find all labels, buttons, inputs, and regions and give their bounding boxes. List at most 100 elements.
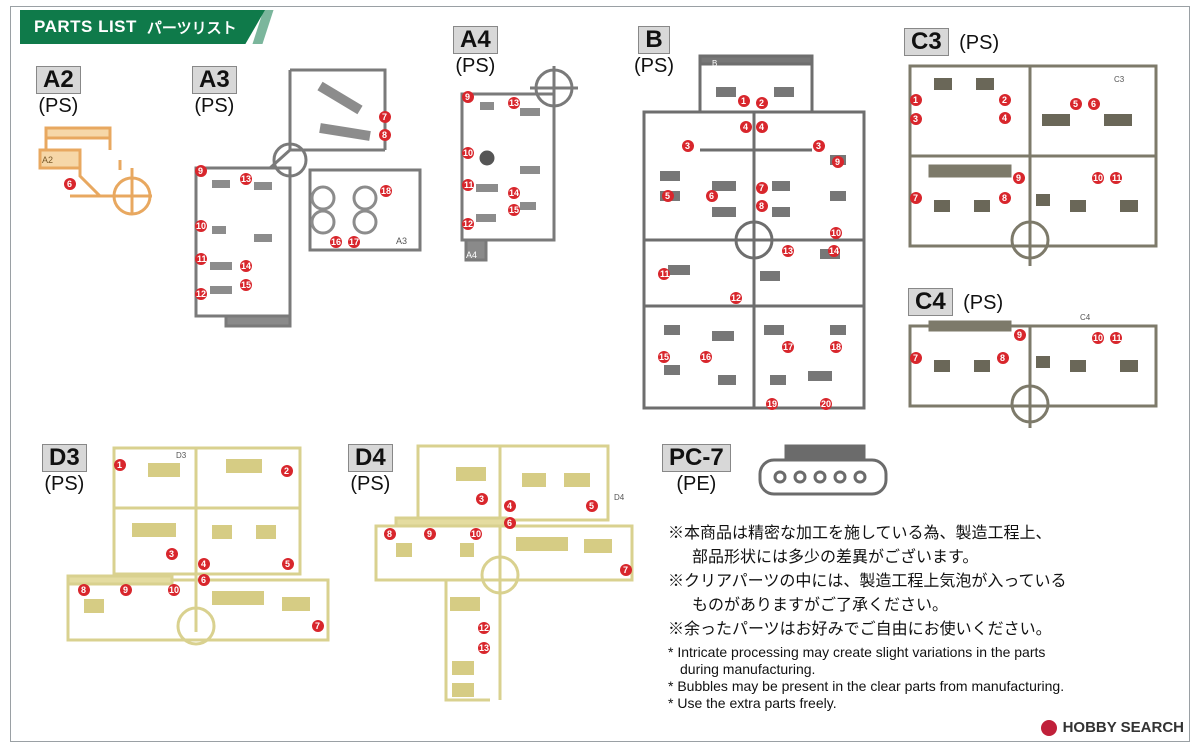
b-part-markers: 1 2 4 4 3 3 9 5 6 7 8 10 14 13 11 12 17 … [658, 95, 844, 410]
svg-text:4: 4 [1002, 113, 1007, 123]
runner-a2-drawing: A2 [38, 126, 152, 216]
note-en-3: * Bubbles may be present in the clear pa… [668, 678, 1065, 694]
note-jp-2: 部品形状には多少の差異がございます。 [692, 549, 979, 566]
svg-text:5: 5 [1073, 99, 1078, 109]
svg-text:17: 17 [783, 342, 793, 352]
note-jp-5: ※余ったパーツはお好みでご自由にお使いください。 [668, 621, 1052, 638]
svg-text:12: 12 [731, 293, 741, 303]
note-en-1: * Intricate processing may create slight… [668, 644, 1046, 660]
c3-part-markers: 1 2 5 6 3 4 9 10 11 7 8 [910, 94, 1122, 204]
header-title-en: PARTS LIST [34, 17, 137, 36]
c4-runner-tag: C4 [1080, 313, 1091, 322]
svg-text:12: 12 [196, 289, 206, 299]
svg-text:4: 4 [201, 559, 206, 569]
svg-text:1: 1 [913, 95, 918, 105]
svg-text:8: 8 [387, 529, 392, 539]
svg-text:10: 10 [196, 221, 206, 231]
runner-a3-drawing: A3 [194, 68, 422, 328]
svg-text:18: 18 [831, 342, 841, 352]
note-en-2: during manufacturing. [680, 661, 816, 677]
svg-text:13: 13 [241, 174, 251, 184]
svg-text:15: 15 [659, 352, 669, 362]
runner-a4-drawing: A4 [460, 66, 578, 262]
svg-text:11: 11 [1112, 173, 1122, 183]
note-jp-3: ※クリアパーツの中には、製造工程上気泡が入っている [668, 573, 1067, 590]
a4-part-markers: 9 13 10 11 14 15 12 [462, 91, 520, 230]
svg-text:7: 7 [913, 193, 918, 203]
d4-part-markers: 3 4 5 6 8 9 10 7 12 13 [384, 493, 632, 654]
svg-text:8: 8 [759, 201, 764, 211]
svg-text:2: 2 [759, 98, 764, 108]
a3-runner-tag: A3 [396, 236, 407, 246]
svg-text:8: 8 [81, 585, 86, 595]
svg-text:3: 3 [169, 549, 174, 559]
svg-text:5: 5 [589, 501, 594, 511]
svg-text:19: 19 [767, 399, 777, 409]
page-frame [10, 6, 1190, 742]
hobby-search-badge-icon [1040, 719, 1057, 736]
svg-text:4: 4 [507, 501, 512, 511]
a2-runner-tag: A2 [42, 155, 53, 165]
notes-block: ※本商品は精密な加工を施している為、製造工程上、 部品形状には多少の差異がござい… [668, 522, 1168, 712]
svg-text:9: 9 [835, 157, 840, 167]
svg-text:7: 7 [315, 621, 320, 631]
runner-d4-drawing: D4 [374, 444, 634, 702]
svg-text:12: 12 [479, 623, 489, 633]
svg-text:9: 9 [427, 529, 432, 539]
runner-label-b: B (PS) [634, 26, 674, 77]
runner-label-c4: C4 (PS) [908, 288, 1003, 316]
svg-text:6: 6 [201, 575, 206, 585]
svg-text:9: 9 [465, 92, 470, 102]
svg-text:6: 6 [1091, 99, 1096, 109]
svg-text:11: 11 [1112, 333, 1122, 343]
d3-part-markers: 1 2 3 4 5 6 8 9 10 7 [78, 459, 324, 632]
svg-text:2: 2 [1002, 95, 1007, 105]
a2-part-markers: 6 [64, 178, 76, 190]
svg-text:14: 14 [509, 188, 519, 198]
svg-text:8: 8 [382, 130, 387, 140]
svg-text:3: 3 [685, 141, 690, 151]
runner-b-drawing: B [642, 54, 866, 410]
runner-label-a4: A4 (PS) [453, 26, 498, 78]
svg-text:3: 3 [913, 114, 918, 124]
svg-text:10: 10 [471, 529, 481, 539]
header-title-jp: パーツリスト [146, 19, 237, 37]
svg-text:11: 11 [197, 254, 207, 264]
runner-label-d4: D4 (PS) [348, 444, 393, 496]
svg-text:7: 7 [759, 183, 764, 193]
svg-text:7: 7 [623, 565, 628, 575]
a4-runner-tag: A4 [466, 250, 477, 260]
svg-text:10: 10 [169, 585, 179, 595]
svg-text:20: 20 [821, 399, 831, 409]
svg-text:15: 15 [241, 280, 251, 290]
svg-text:11: 11 [660, 269, 670, 279]
svg-text:5: 5 [665, 191, 670, 201]
parts-list-header: PARTS LIST パーツリスト [20, 10, 265, 44]
svg-text:15: 15 [509, 205, 519, 215]
d3-runner-tag: D3 [176, 451, 187, 460]
svg-text:16: 16 [701, 352, 711, 362]
svg-text:17: 17 [349, 237, 359, 247]
svg-text:10: 10 [831, 228, 841, 238]
svg-text:11: 11 [464, 180, 474, 190]
svg-text:16: 16 [331, 237, 341, 247]
svg-text:18: 18 [381, 186, 391, 196]
hobby-search-text: HOBBY SEARCH [1062, 719, 1184, 736]
svg-text:7: 7 [382, 112, 387, 122]
c4-part-markers: 9 10 11 7 8 [910, 329, 1122, 364]
runner-label-pc7: PC-7 (PE) [662, 444, 731, 496]
note-jp-1: ※本商品は精密な加工を施している為、製造工程上、 [668, 525, 1052, 542]
svg-text:1: 1 [741, 96, 746, 106]
svg-text:6: 6 [67, 179, 72, 189]
svg-text:10: 10 [1093, 173, 1103, 183]
svg-text:3: 3 [816, 141, 821, 151]
note-en-4: * Use the extra parts freely. [668, 695, 837, 711]
svg-text:9: 9 [1017, 330, 1022, 340]
svg-text:10: 10 [463, 148, 473, 158]
svg-text:9: 9 [123, 585, 128, 595]
runner-c4-drawing: C4 [908, 313, 1158, 428]
svg-text:8: 8 [1002, 193, 1007, 203]
svg-text:14: 14 [241, 261, 251, 271]
svg-text:4: 4 [759, 122, 764, 132]
